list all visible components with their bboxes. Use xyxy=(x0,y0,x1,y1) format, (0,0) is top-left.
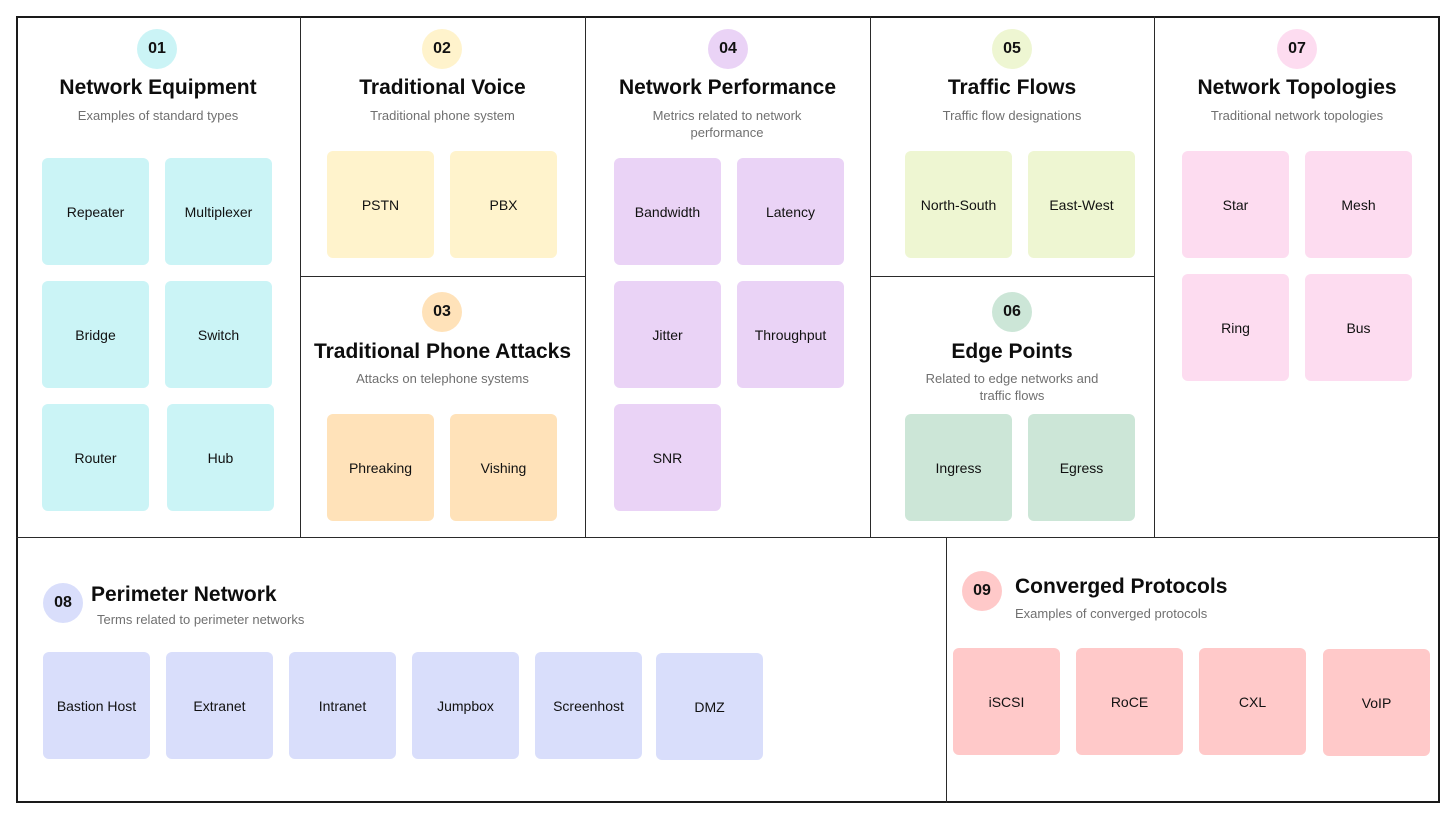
section-description: Metrics related to network performance xyxy=(652,108,802,140)
section-number-badge: 02 xyxy=(422,29,462,69)
item-card: Screenhost xyxy=(535,652,642,759)
item-card: Bandwidth xyxy=(614,158,721,265)
section-title: Traditional Voice xyxy=(359,76,526,99)
section-description: Traffic flow designations xyxy=(942,108,1082,123)
item-card: Jumpbox xyxy=(412,652,519,759)
item-card: Extranet xyxy=(166,652,273,759)
section-number-badge: 05 xyxy=(992,29,1032,69)
item-card: Router xyxy=(42,404,149,511)
section-title: Traditional Phone Attacks xyxy=(313,340,572,363)
section-edge-points: 06 Edge Points Related to edge networks … xyxy=(870,276,1154,537)
section-title: Edge Points xyxy=(951,340,1073,363)
section-number-badge: 07 xyxy=(1277,29,1317,69)
section-number-badge: 06 xyxy=(992,292,1032,332)
item-card: Intranet xyxy=(289,652,396,759)
section-number-badge: 04 xyxy=(708,29,748,69)
section-title: Network Equipment xyxy=(59,76,257,99)
item-card: PSTN xyxy=(327,151,434,258)
section-traffic-flows: 05 Traffic Flows Traffic flow designatio… xyxy=(870,16,1154,276)
section-traditional-phone-attacks: 03 Traditional Phone Attacks Attacks on … xyxy=(300,276,585,537)
item-card: Egress xyxy=(1028,414,1135,521)
section-title: Network Performance xyxy=(618,76,837,99)
section-number-badge: 03 xyxy=(422,292,462,332)
divider-05-06 xyxy=(870,276,1154,277)
section-network-performance: 04 Network Performance Metrics related t… xyxy=(585,16,870,537)
item-card: North-South xyxy=(905,151,1012,258)
item-card: Multiplexer xyxy=(165,158,272,265)
item-card: Bastion Host xyxy=(43,652,150,759)
section-description: Attacks on telephone systems xyxy=(356,371,529,386)
divider-col2 xyxy=(585,16,586,537)
item-card: Ingress xyxy=(905,414,1012,521)
item-card: Ring xyxy=(1182,274,1289,381)
section-title: Converged Protocols xyxy=(1015,575,1228,598)
item-card: VoIP xyxy=(1323,649,1430,756)
section-description: Terms related to perimeter networks xyxy=(97,612,305,627)
item-card: DMZ xyxy=(656,653,763,760)
divider-top-bottom xyxy=(16,537,1440,538)
section-number-badge: 01 xyxy=(137,29,177,69)
section-description: Related to edge networks and traffic flo… xyxy=(925,371,1099,403)
section-description: Examples of standard types xyxy=(77,108,239,123)
item-card: Bridge xyxy=(42,281,149,388)
section-description: Traditional phone system xyxy=(370,108,515,123)
item-card: Switch xyxy=(165,281,272,388)
section-number-badge: 08 xyxy=(43,583,83,623)
item-card: Hub xyxy=(167,404,274,511)
section-title: Perimeter Network xyxy=(91,583,277,606)
item-card: Latency xyxy=(737,158,844,265)
item-card: SNR xyxy=(614,404,721,511)
item-card: Bus xyxy=(1305,274,1412,381)
divider-08-09 xyxy=(946,537,947,803)
section-title: Traffic Flows xyxy=(947,76,1077,99)
section-network-topologies: 07 Network Topologies Traditional networ… xyxy=(1154,16,1440,537)
item-card: Jitter xyxy=(614,281,721,388)
section-converged-protocols: 09 Converged Protocols Examples of conve… xyxy=(946,537,1440,803)
item-card: Mesh xyxy=(1305,151,1412,258)
diagram-frame xyxy=(16,16,1440,803)
item-card: Throughput xyxy=(737,281,844,388)
item-card: RoCE xyxy=(1076,648,1183,755)
item-card: iSCSI xyxy=(953,648,1060,755)
item-card: Repeater xyxy=(42,158,149,265)
section-network-equipment: 01 Network Equipment Examples of standar… xyxy=(16,16,300,537)
section-perimeter-network: 08 Perimeter Network Terms related to pe… xyxy=(16,537,946,803)
section-description: Examples of converged protocols xyxy=(1015,606,1208,621)
item-card: PBX xyxy=(450,151,557,258)
section-description: Traditional network topologies xyxy=(1210,108,1384,123)
item-card: CXL xyxy=(1199,648,1306,755)
section-number-badge: 09 xyxy=(962,571,1002,611)
item-card: East-West xyxy=(1028,151,1135,258)
section-title: Network Topologies xyxy=(1197,76,1397,99)
divider-col4 xyxy=(1154,16,1155,537)
item-card: Phreaking xyxy=(327,414,434,521)
section-traditional-voice: 02 Traditional Voice Traditional phone s… xyxy=(300,16,585,276)
divider-02-03 xyxy=(300,276,585,277)
item-card: Star xyxy=(1182,151,1289,258)
item-card: Vishing xyxy=(450,414,557,521)
